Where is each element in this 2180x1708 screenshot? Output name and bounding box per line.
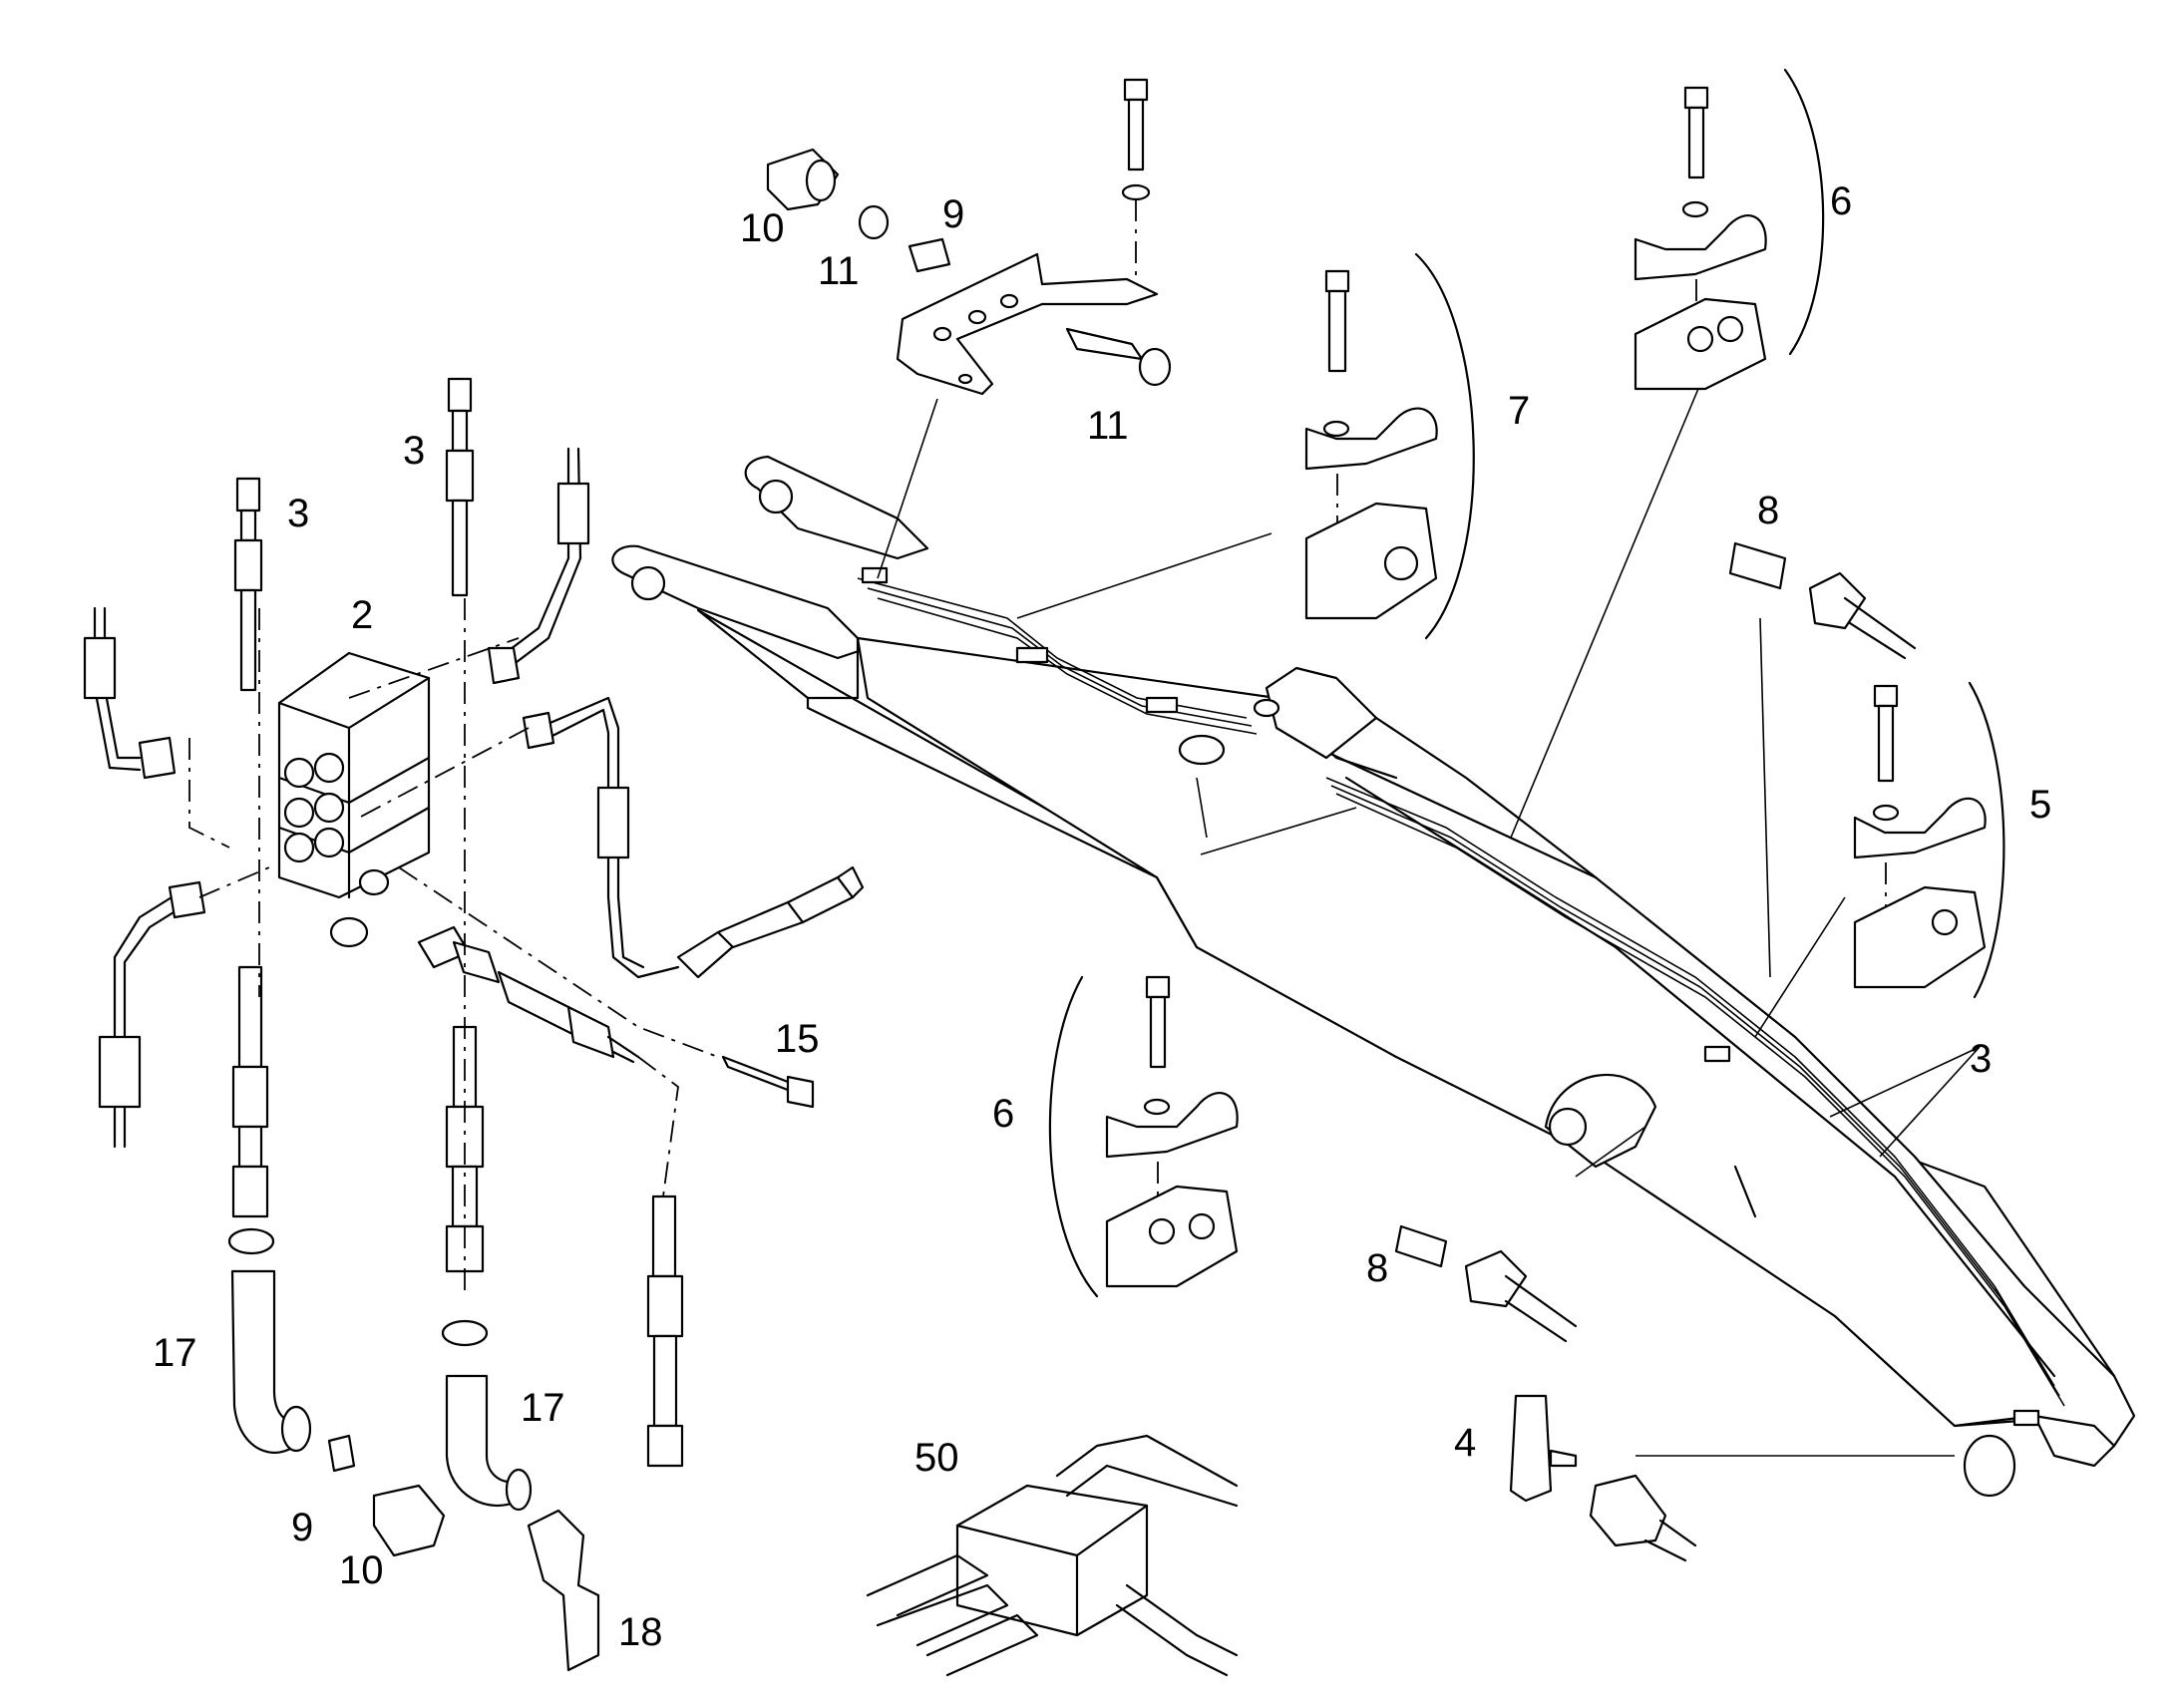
- boom-arm: [611, 455, 2136, 1498]
- callout-7: 7: [1508, 389, 1530, 433]
- callout-15: 15: [775, 1017, 820, 1061]
- callout-5: 5: [2029, 783, 2051, 827]
- callout-9: 9: [942, 192, 964, 236]
- fitting-8-top: [1728, 541, 1917, 660]
- callout-6: 6: [1830, 179, 1852, 223]
- mounting-bracket: [766, 78, 1172, 396]
- callout-10: 10: [339, 1548, 384, 1592]
- callout-2: 2: [351, 593, 373, 637]
- clamp-group-6-top: [1634, 68, 1825, 391]
- callout-8: 8: [1366, 1246, 1388, 1290]
- callout-8: 8: [1757, 489, 1779, 532]
- callout-17: 17: [153, 1331, 197, 1375]
- callout-11: 11: [1087, 404, 1129, 448]
- callout-18: 18: [618, 1610, 663, 1654]
- clamp-group-5: [1853, 681, 2005, 999]
- fitting-8-bottom: [1394, 1224, 1578, 1343]
- callout-17: 17: [521, 1386, 565, 1430]
- valve-4: [1509, 1394, 1697, 1562]
- pipes-and-hoses: [83, 377, 865, 1672]
- callout-50: 50: [914, 1436, 959, 1480]
- callout-6: 6: [992, 1092, 1014, 1136]
- callout-labels: 10 11 9 11 3 3 2 7 6 8 5 15 6 3 8 17 17 …: [153, 179, 2051, 1654]
- callout-3: 3: [1970, 1037, 1992, 1081]
- distributor-block-50: [866, 1434, 1239, 1677]
- callout-9: 9: [291, 1506, 313, 1549]
- callout-3: 3: [287, 492, 309, 535]
- clamp-group-6-bottom: [1048, 975, 1239, 1298]
- callout-4: 4: [1454, 1421, 1476, 1465]
- callout-11: 11: [818, 249, 860, 293]
- clamp-group-7: [1304, 252, 1475, 640]
- leader-lines: [877, 383, 1981, 1457]
- distributor-block-2: [277, 651, 431, 948]
- callout-10: 10: [740, 206, 785, 250]
- callout-3: 3: [403, 429, 425, 473]
